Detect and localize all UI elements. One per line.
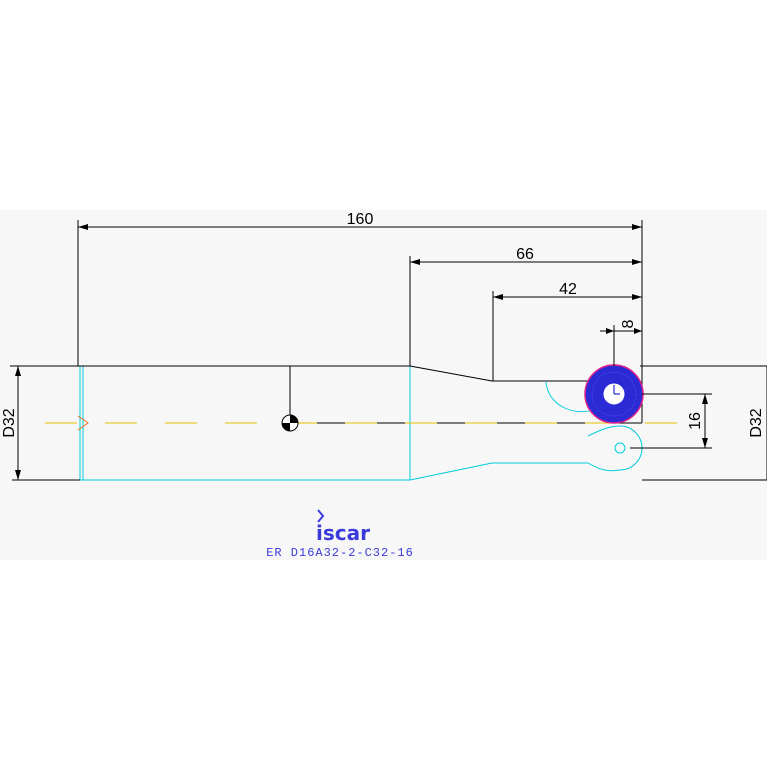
- dim-label-66: 66: [516, 246, 534, 263]
- dim-label-160: 160: [347, 211, 374, 228]
- neck-upper-profile: [409, 365, 588, 382]
- drawing-band: [0, 210, 767, 560]
- part-number: ER D16A32-2-C32-16: [266, 546, 414, 560]
- insert-hatching: [591, 371, 637, 417]
- centerline-marker-icon: [77, 415, 89, 431]
- logo-mark-icon: [317, 509, 325, 523]
- dim-label-16: 16: [687, 412, 704, 430]
- dim-label-d32-left: D32: [1, 408, 18, 437]
- iscar-logo-text: iscar: [316, 521, 370, 545]
- dimensions: [12, 220, 767, 481]
- neck-lower-profile: [409, 462, 588, 481]
- insert-screw-icon: [613, 385, 620, 395]
- upper-pocket-arc: [545, 381, 595, 412]
- dim-8-arrows: [606, 328, 642, 334]
- centerline: [45, 415, 680, 431]
- center-mark-icon: [281, 414, 299, 432]
- dim-label-42: 42: [559, 281, 577, 298]
- insert: [584, 364, 644, 424]
- dim-label-d32-right: D32: [748, 408, 765, 437]
- iscar-logo: iscar: [316, 509, 370, 545]
- dim-label-8: 8: [620, 319, 637, 328]
- lower-pocket-hole: [614, 442, 626, 454]
